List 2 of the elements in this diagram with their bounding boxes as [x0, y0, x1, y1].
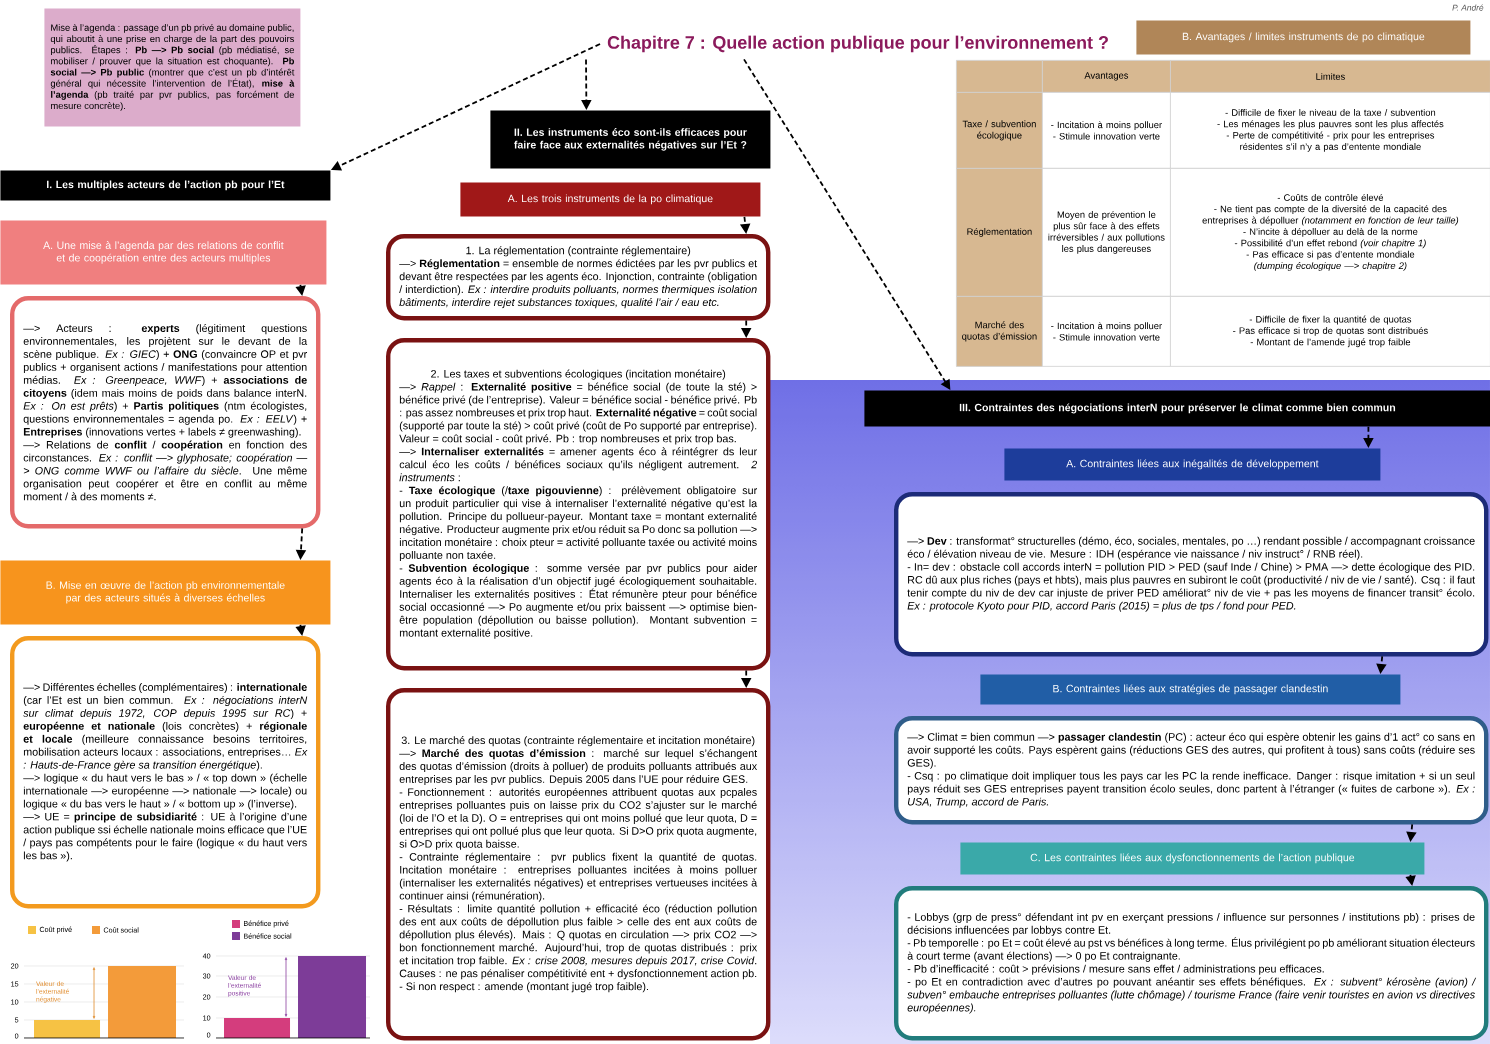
dashed-arrow [743, 58, 951, 390]
chapter-title: Chapitre 7 : Quelle action publique pour l’environnement ? [607, 35, 1108, 53]
